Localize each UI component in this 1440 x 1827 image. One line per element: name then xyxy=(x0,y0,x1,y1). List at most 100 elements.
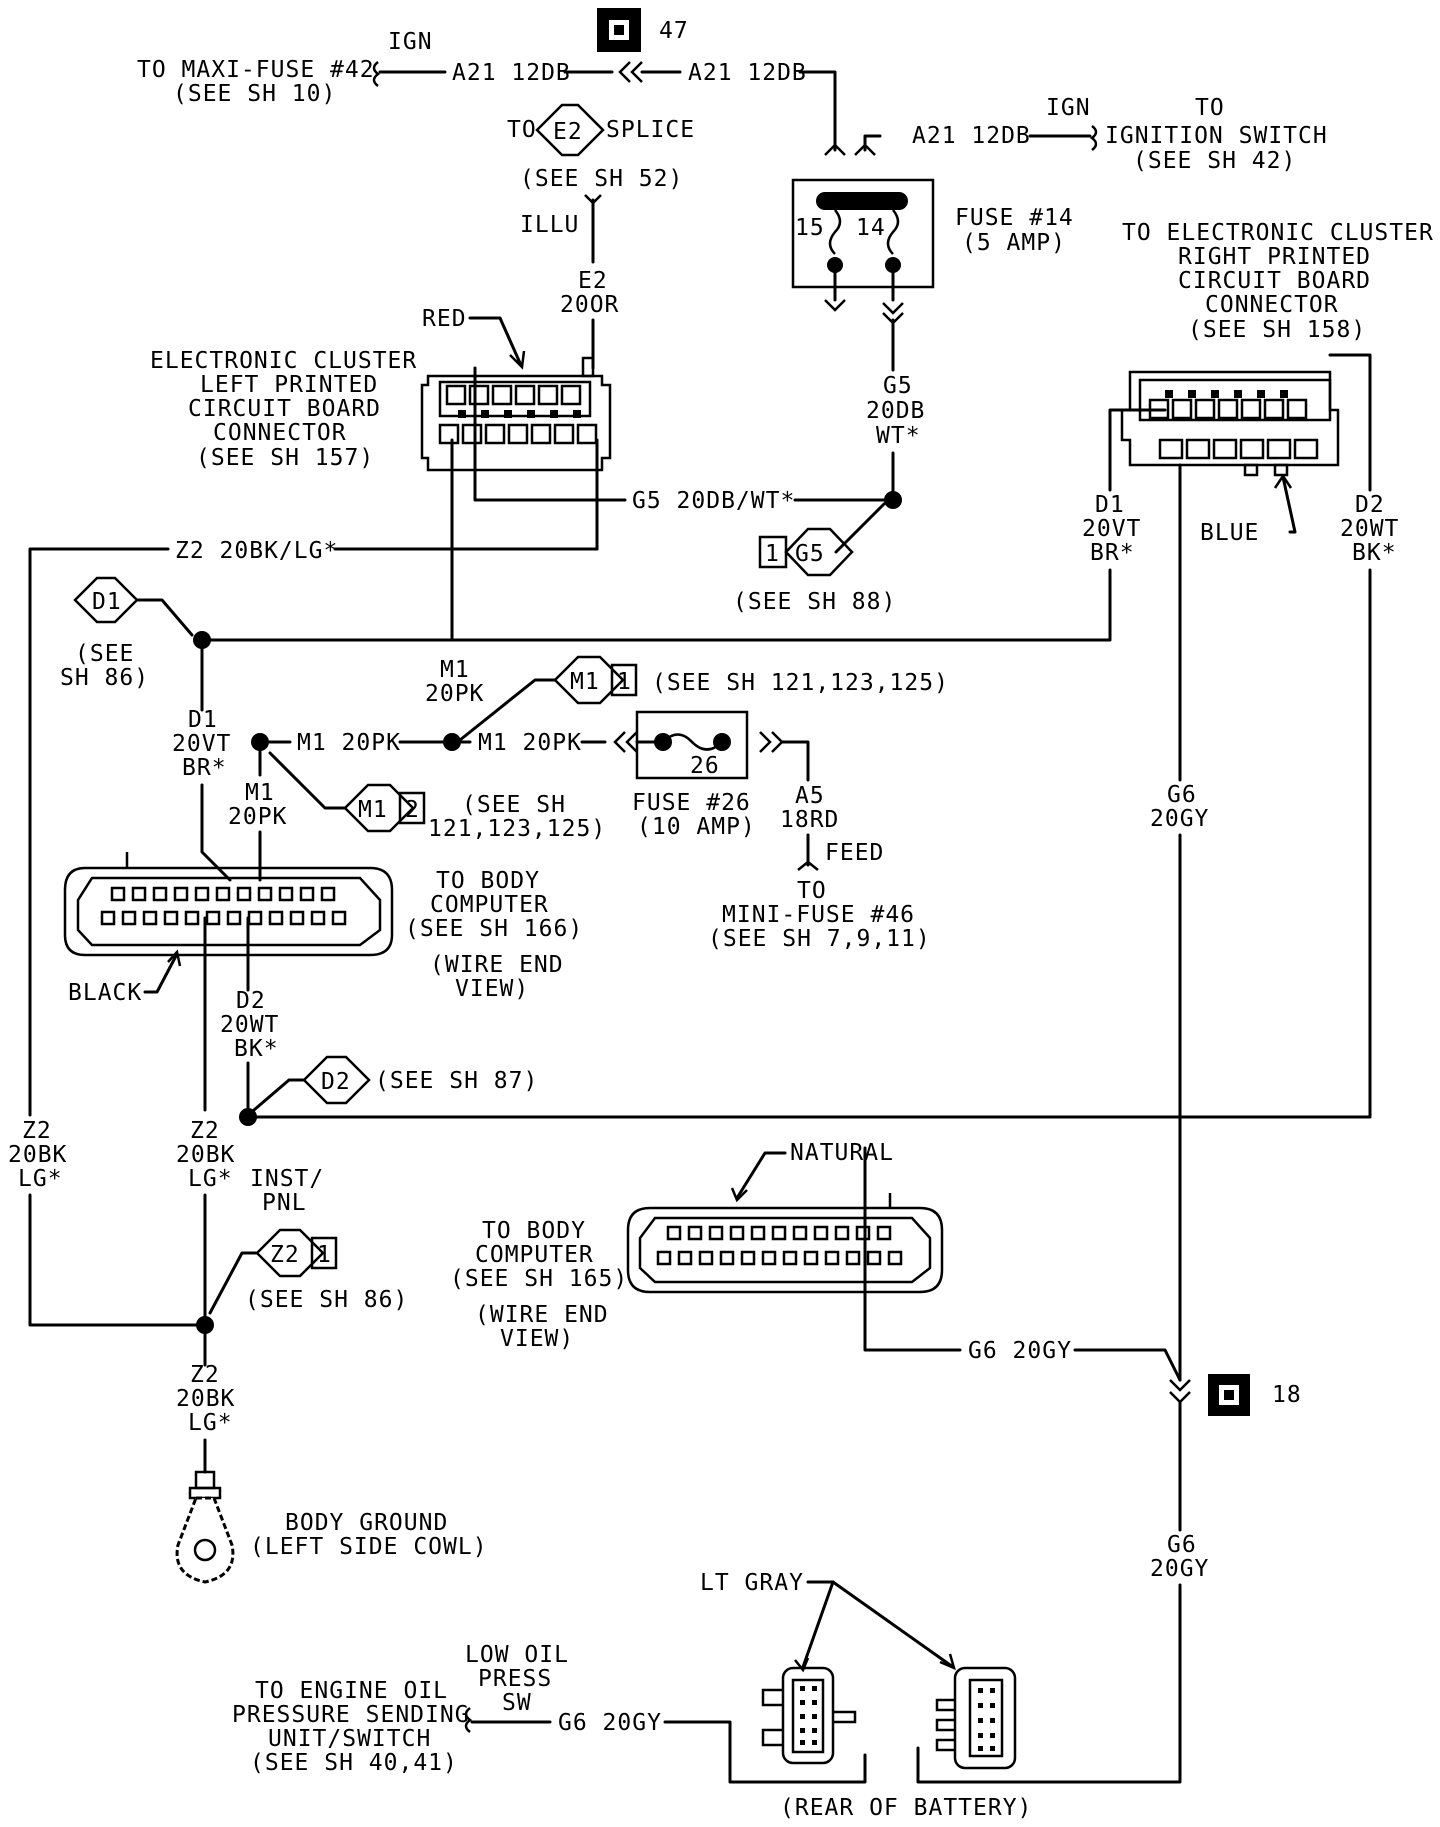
g5-see: (SEE SH 88) xyxy=(733,589,896,615)
d2-wire-3: BK* xyxy=(234,1036,279,1062)
z2-top-label: Z2 20BK/LG* xyxy=(175,538,338,564)
m1-vertical-1: M1 xyxy=(440,657,470,683)
battery-connector-left xyxy=(761,1666,857,1765)
body-computer-165-connector: NATURAL TO BODY COMPUTER (SEE SH 165) (W… xyxy=(450,1140,944,1352)
z2-ground-circuit: Z2 20BK LG* Z2 20BK LG* INST/ PNL Z2 1 (… xyxy=(8,1118,407,1474)
body-166-l5: VIEW) xyxy=(455,976,529,1002)
right-cluster-l2: RIGHT PRINTED xyxy=(1178,244,1371,270)
connector-47: 47 xyxy=(597,8,688,52)
d2-right-wire xyxy=(1328,353,1372,492)
right-cluster-connector: TO ELECTRONIC CLUSTER RIGHT PRINTED CIRC… xyxy=(200,220,1433,1119)
left-connector-pins-mid xyxy=(458,410,581,418)
left-cluster-connector: RED ELECTRONIC CLUSTER LEFT PRINTED CIRC… xyxy=(150,306,612,642)
body-computer-166-connector: TO BODY COMPUTER (SEE SH 166) (WIRE END … xyxy=(63,852,582,1112)
fuse-pin-14: 14 xyxy=(856,215,886,241)
battery-connector-right xyxy=(935,1666,1017,1770)
e2-wire-1: E2 xyxy=(578,268,608,294)
g5-flag-id: G5 xyxy=(795,541,825,567)
ignition-switch-reference: A21 12DB IGN TO IGNITION SWITCH (SEE SH … xyxy=(824,95,1328,174)
blue-leader xyxy=(1281,475,1297,534)
mini-fuse-label: MINI-FUSE #46 xyxy=(722,902,915,928)
z2-mid-w3: LG* xyxy=(188,1166,233,1192)
m1-flag2-see1: (SEE SH xyxy=(462,792,566,818)
left-cluster-l3: CIRCUIT BOARD xyxy=(188,396,381,422)
d1-right-w3: BR* xyxy=(1090,540,1135,566)
left-cluster-l1: ELECTRONIC CLUSTER xyxy=(150,348,417,374)
mini-fuse-to: TO xyxy=(797,878,827,904)
fuse26-num: 26 xyxy=(690,753,720,779)
left-connector-cavities-bottom xyxy=(438,423,598,445)
connector-18-label: 18 xyxy=(1272,1382,1302,1408)
m1-h-left: M1 20PK xyxy=(297,730,401,756)
ign-label-left: IGN xyxy=(388,29,433,55)
m1-flag1-id: M1 xyxy=(570,669,600,695)
body-166-l1: TO BODY xyxy=(436,868,540,894)
g5-wire-2: 20DB xyxy=(866,398,925,424)
ign-switch-label: IGNITION SWITCH xyxy=(1105,123,1328,149)
e2-wire-2: 20OR xyxy=(560,292,619,318)
ign-switch-to: TO xyxy=(1195,95,1225,121)
z2-flag-num: 1 xyxy=(317,1242,332,1268)
fuse14-amp: (5 AMP) xyxy=(962,230,1066,256)
d2-right-w2: 20WT xyxy=(1340,516,1399,542)
g5-flag-diamond xyxy=(784,527,854,577)
m1-left-w2: 20PK xyxy=(228,804,287,830)
d1-right-w2: 20VT xyxy=(1082,516,1141,542)
oil-l2: PRESSURE SENDING xyxy=(232,1702,470,1728)
z2-left-w2: 20BK xyxy=(8,1142,67,1168)
d1-see-2: SH 86) xyxy=(60,665,149,691)
wire-end-tick-maxi xyxy=(372,61,381,87)
maxi-fuse-label: TO MAXI-FUSE #42 xyxy=(137,57,375,83)
g6-horizontal-label: G6 20GY xyxy=(968,1338,1072,1364)
body-165-l1: TO BODY xyxy=(482,1218,586,1244)
rear-of-battery-label: (REAR OF BATTERY) xyxy=(780,1795,1032,1821)
splice-id: E2 xyxy=(553,119,583,145)
z2-mid-w1: Z2 xyxy=(190,1118,220,1144)
fuse-26: 26 FUSE #26 (10 AMP) A5 18RD FEED TO MIN… xyxy=(632,710,930,952)
wire-a21-left: A21 12DB xyxy=(452,60,571,86)
right-connector-pins xyxy=(1165,390,1288,398)
g5-flag-leader xyxy=(834,502,886,554)
natural-label: NATURAL xyxy=(790,1140,894,1166)
left-cluster-l5: (SEE SH 157) xyxy=(196,445,374,471)
right-cluster-l5: (SEE SH 158) xyxy=(1188,317,1366,343)
oil-sw-2: PRESS xyxy=(478,1666,552,1692)
a5-wire: A5 xyxy=(795,783,825,809)
g5-wire-1: G5 xyxy=(883,373,913,399)
fuse-element-15 xyxy=(828,209,842,255)
d1-see-1: (SEE xyxy=(75,641,134,667)
lt-gray-label: LT GRAY xyxy=(700,1570,804,1596)
red-label: RED xyxy=(422,306,467,332)
body-165-shell xyxy=(626,1206,944,1294)
d2-see: (SEE SH 87) xyxy=(375,1068,538,1094)
right-cluster-l3: CIRCUIT BOARD xyxy=(1178,268,1371,294)
maxi-fuse-reference: IGN TO MAXI-FUSE #42 (SEE SH 10) A21 12D… xyxy=(137,29,837,152)
wire-a21-ign: A21 12DB xyxy=(912,123,1031,149)
wire-a21-drop xyxy=(798,70,837,152)
body-166-l4: (WIRE END xyxy=(430,952,564,978)
connector-47-arrows xyxy=(618,61,643,83)
black-label: BLACK xyxy=(68,980,142,1006)
splice-illu: ILLU xyxy=(520,212,579,238)
d2-right-w3: BK* xyxy=(1352,540,1397,566)
splice-diamond xyxy=(535,103,605,157)
d1-wire-3: BR* xyxy=(182,755,227,781)
z2-bottom-w3: LG* xyxy=(188,1410,233,1436)
a5-feed: FEED xyxy=(825,840,884,866)
d1-wire-1: D1 xyxy=(188,707,218,733)
m1-left-w1: M1 xyxy=(245,780,275,806)
maxi-fuse-see: (SEE SH 10) xyxy=(173,81,336,107)
g5-wire-3: WT* xyxy=(876,423,921,449)
d2-flag-id: D2 xyxy=(321,1069,351,1095)
m1-flag2-num: 2 xyxy=(405,797,420,823)
a5-wire-gauge: 18RD xyxy=(780,807,839,833)
red-leader xyxy=(468,316,522,365)
fuse-14: 15 14 FUSE #14 (5 AMP) xyxy=(791,178,1073,325)
body-166-cavities-bottom xyxy=(100,910,347,926)
right-cluster-l4: CONNECTOR xyxy=(1205,292,1339,318)
d1-right-w1: D1 xyxy=(1095,492,1125,518)
d2-wire-2: 20WT xyxy=(220,1012,279,1038)
z2-bottom-w2: 20BK xyxy=(176,1386,235,1412)
oil-l1: TO ENGINE OIL xyxy=(255,1678,448,1704)
